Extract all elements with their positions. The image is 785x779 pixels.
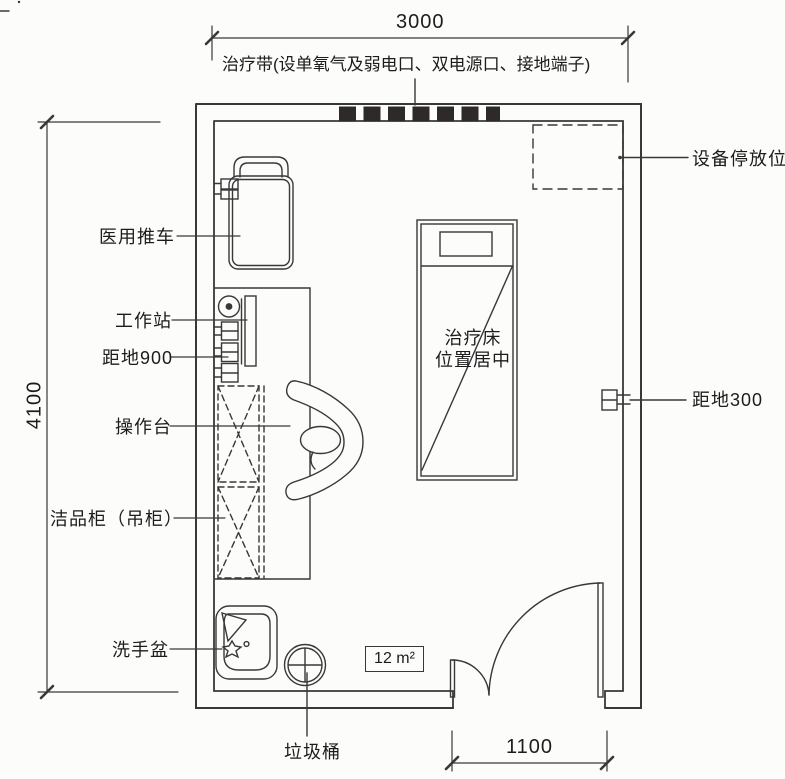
stool: [217, 295, 241, 318]
monitor: [244, 295, 257, 367]
person-figure: [285, 380, 364, 501]
label-workstation: 工作站: [115, 311, 172, 331]
label-height-300: 距地300: [692, 390, 764, 410]
label-trash-can: 垃圾桶: [284, 742, 341, 762]
trash-can: [283, 643, 327, 737]
dimension-top: [204, 25, 636, 83]
label-counter: 操作台: [115, 417, 172, 437]
label-sink: 洗手盆: [112, 640, 169, 660]
label-equipment-parking: 设备停放位: [692, 149, 785, 169]
label-height-900: 距地900: [102, 348, 174, 368]
label-treatment-band: 治疗带(设单氧气及弱电口、双电源口、接地端子): [222, 55, 591, 74]
label-treatment-bed-line1: 治疗床: [444, 328, 502, 348]
dimension-left-value: 4100: [23, 380, 46, 430]
label-medical-cart: 医用推车: [99, 227, 175, 247]
dimension-door-value: 1100: [506, 736, 554, 758]
label-leaders: [169, 235, 291, 650]
outlets-900: [213, 321, 239, 383]
label-treatment-bed-line2: 位置居中: [435, 350, 511, 370]
room-walls: [195, 103, 642, 709]
outlet-300: [601, 389, 687, 411]
tap-handle: [221, 639, 243, 659]
label-clean-cabinet: 洁品柜（吊柜）: [50, 509, 183, 529]
person-head: [299, 425, 342, 455]
faucet: [221, 611, 248, 643]
equipment-parking-zone: [532, 124, 689, 190]
workstation-equipment: [217, 295, 257, 367]
dimension-door: [444, 730, 615, 772]
entry-door: [449, 582, 604, 698]
clean-cabinets: [217, 385, 265, 579]
corner-crop-mark: [0, 0, 21, 12]
room-area-badge: 12 m²: [365, 646, 424, 672]
pillow: [439, 231, 493, 257]
label-treatment-bed: 治疗床 位置居中: [430, 327, 516, 371]
medical-cart: [213, 156, 294, 270]
wash-basin: [215, 605, 278, 680]
dimension-left: [37, 114, 179, 700]
treatment-band: [339, 78, 500, 122]
treatment-bed: [416, 219, 518, 481]
dimension-top-value: 3000: [396, 11, 445, 33]
